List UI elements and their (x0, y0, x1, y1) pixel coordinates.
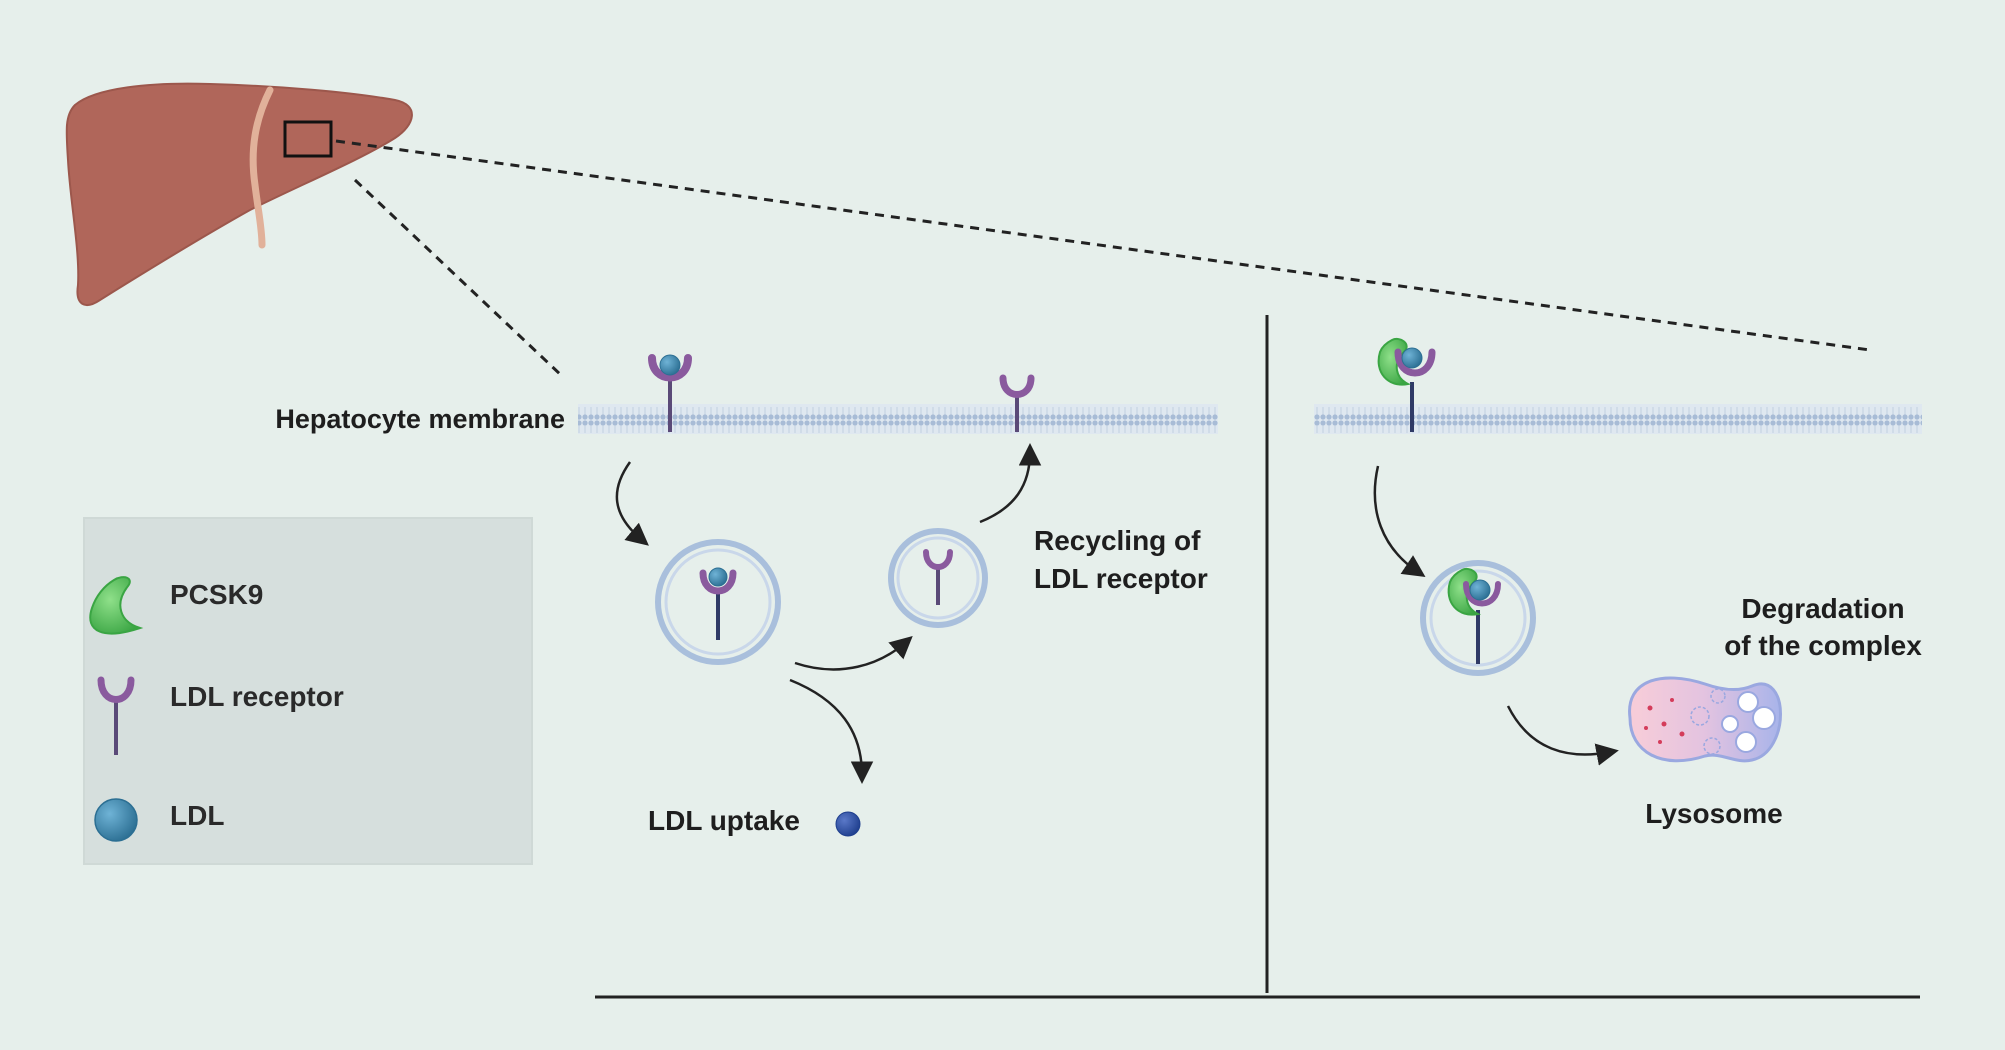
process-arrows (615, 443, 1619, 784)
liver-shape (65, 82, 413, 306)
ldl-particle-icon (94, 798, 138, 842)
legend-label-ldl-receptor: LDL receptor (170, 681, 344, 712)
arrow-endocytosis-left (615, 461, 649, 546)
lysosome (1628, 676, 1782, 763)
membrane-pcsk9-complex (1377, 338, 1436, 432)
pcsk9-icon (89, 576, 144, 635)
arrow-to-recycling (794, 636, 913, 671)
liver-illustration (65, 82, 413, 306)
vesicle-receptor-ldl (655, 539, 781, 665)
hepatocyte-membrane-left (578, 404, 1218, 434)
arrow-endocytosis-right (1373, 465, 1426, 577)
vesicle-pcsk9-complex (1420, 560, 1536, 676)
membrane-receptor-recycled (999, 374, 1035, 432)
ldl-uptake-particle (835, 811, 861, 837)
legend-label-pcsk9: PCSK9 (170, 579, 263, 610)
ldl-receptor-icon (97, 676, 135, 755)
arrow-to-lysosome (1506, 705, 1619, 766)
legend-box (83, 517, 533, 865)
degradation-label-line2: of the complex (1724, 630, 1922, 661)
hepatocyte-membrane-right (1314, 404, 1922, 434)
recycling-label-line2: LDL receptor (1034, 563, 1208, 594)
arrow-recycle-up (979, 443, 1042, 524)
legend: PCSK9 LDL receptor LDL (83, 517, 533, 865)
zoom-box (283, 120, 333, 158)
zoom-line-left (353, 178, 564, 378)
degradation-label-line1: Degradation (1741, 593, 1904, 624)
arrow-ldl-uptake (789, 678, 874, 784)
membrane-receptor-with-ldl (648, 354, 692, 432)
zoom-line-right (335, 139, 1871, 352)
legend-label-ldl: LDL (170, 800, 224, 831)
liver-ligament (249, 86, 274, 249)
vesicle-receptor-recycling (888, 528, 988, 628)
recycling-label-line1: Recycling of (1034, 525, 1201, 556)
ldl-uptake-label: LDL uptake (648, 805, 800, 836)
lysosome-label: Lysosome (1645, 798, 1782, 829)
membrane-label: Hepatocyte membrane (275, 404, 565, 434)
